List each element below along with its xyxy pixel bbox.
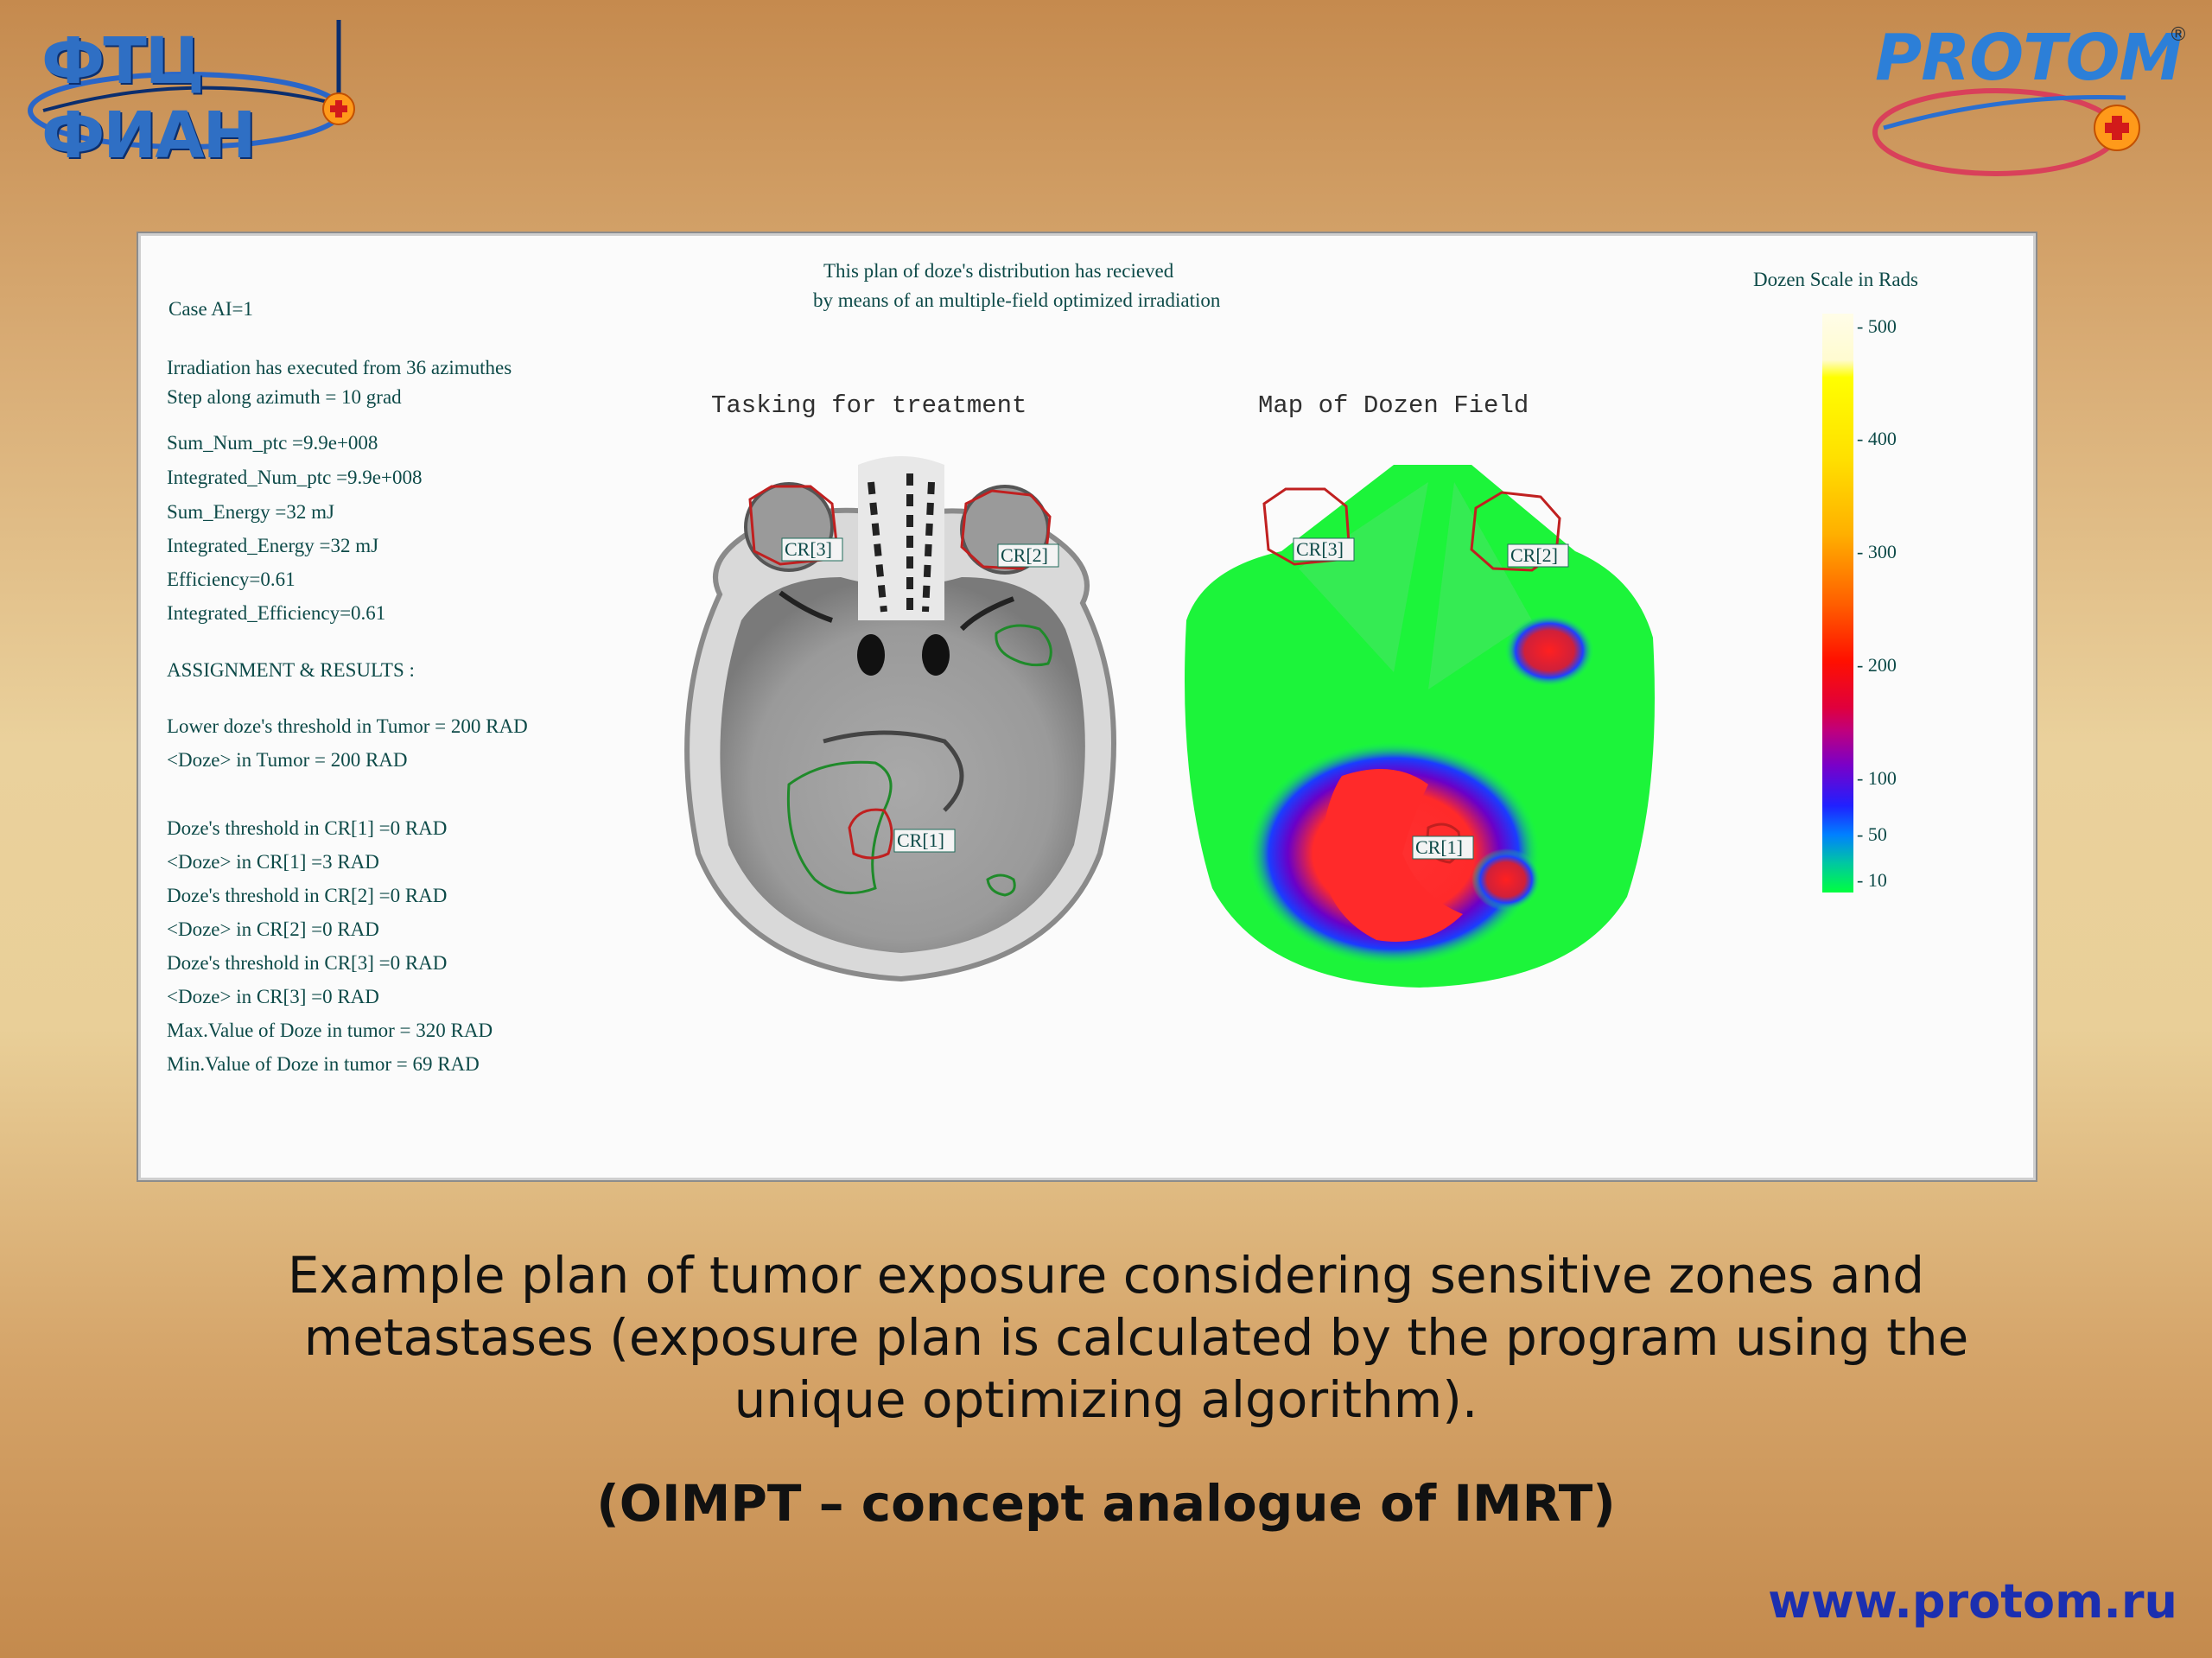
param-line: Integrated_Energy =32 mJ	[167, 535, 379, 556]
caption-line: unique optimizing algorithm).	[734, 1370, 1478, 1429]
logo-swoosh-icon	[28, 20, 355, 149]
param-line: <Doze> in CR[1] =3 RAD	[167, 851, 379, 873]
logo-ring-icon	[1872, 88, 2140, 176]
param-line: Doze's threshold in CR[3] =0 RAD	[167, 952, 448, 974]
treatment-plan-panel: Case AI=1 This plan of doze's distributi…	[138, 233, 2036, 1180]
registered-mark: ®	[2169, 24, 2188, 46]
cr3-label-map: CR[3]	[1296, 538, 1344, 560]
cr2-label-map: CR[2]	[1510, 544, 1558, 566]
param-line: Doze's threshold in CR[1] =0 RAD	[167, 817, 448, 839]
slide-subcaption: (OIMPT – concept analogue of IMRT)	[596, 1474, 1616, 1533]
param-line: Sum_Num_ptc =9.9e+008	[167, 432, 378, 454]
cr2-label-tasking: CR[2]	[1001, 544, 1048, 566]
param-line: Efficiency=0.61	[167, 569, 296, 590]
cr3-label-tasking: CR[3]	[785, 538, 832, 560]
param-line: Max.Value of Doze in tumor = 320 RAD	[167, 1020, 493, 1041]
section-heading: ASSIGNMENT & RESULTS :	[167, 659, 415, 681]
scale-tick-100: - 100	[1857, 767, 1897, 789]
scale-tick-50: - 50	[1857, 823, 1887, 845]
logo-right-text: PROTOM	[1875, 21, 2183, 95]
caption-line: metastases (exposure plan is calculated …	[303, 1308, 1969, 1367]
param-line: Step along azimuth = 10 grad	[167, 386, 402, 408]
ct-scan-image	[684, 456, 1116, 982]
caption-line: Example plan of tumor exposure consideri…	[287, 1246, 1925, 1305]
param-line: <Doze> in CR[3] =0 RAD	[167, 986, 379, 1007]
dose-scale-title: Dozen Scale in Rads	[1753, 269, 1918, 290]
plan-title-line1: This plan of doze's distribution has rec…	[823, 260, 1174, 282]
logo-left-text: ФТЦ ФИАН	[41, 24, 257, 173]
dose-color-scale	[1822, 314, 1853, 893]
protom-logo: PROTOM ®	[1866, 16, 2188, 188]
dose-map-image	[1185, 465, 1655, 988]
plan-title-line2: by means of an multiple-field optimized …	[813, 289, 1221, 311]
website-link[interactable]: www.protom.ru	[1768, 1574, 2177, 1629]
map-title: Map of Dozen Field	[1258, 391, 1529, 420]
param-line: Sum_Energy =32 mJ	[167, 501, 334, 523]
case-label: Case AI=1	[168, 298, 253, 320]
param-line: Doze's threshold in CR[2] =0 RAD	[167, 885, 448, 906]
scale-tick-500: - 500	[1857, 315, 1897, 337]
param-line: Irradiation has executed from 36 azimuth…	[167, 357, 512, 378]
param-line: <Doze> in Tumor = 200 RAD	[167, 749, 408, 771]
cr1-label-map: CR[1]	[1415, 836, 1463, 858]
param-line: Min.Value of Doze in tumor = 69 RAD	[167, 1053, 480, 1075]
cr1-label-tasking: CR[1]	[897, 829, 944, 851]
tasking-title: Tasking for treatment	[711, 391, 1027, 420]
param-line: Integrated_Num_ptc =9.9e+008	[167, 467, 423, 488]
param-line: Lower doze's threshold in Tumor = 200 RA…	[167, 715, 528, 737]
slide-caption: Example plan of tumor exposure consideri…	[173, 1244, 2039, 1431]
param-line: Integrated_Efficiency=0.61	[167, 602, 386, 624]
param-line: <Doze> in CR[2] =0 RAD	[167, 918, 379, 940]
scale-tick-400: - 400	[1857, 428, 1897, 449]
scale-tick-10: - 10	[1857, 869, 1887, 891]
plan-title: This plan of doze's distribution has rec…	[813, 257, 1428, 315]
ftc-fian-logo: ФТЦ ФИАН	[26, 16, 372, 173]
scale-tick-200: - 200	[1857, 654, 1897, 676]
scale-tick-300: - 300	[1857, 541, 1897, 562]
